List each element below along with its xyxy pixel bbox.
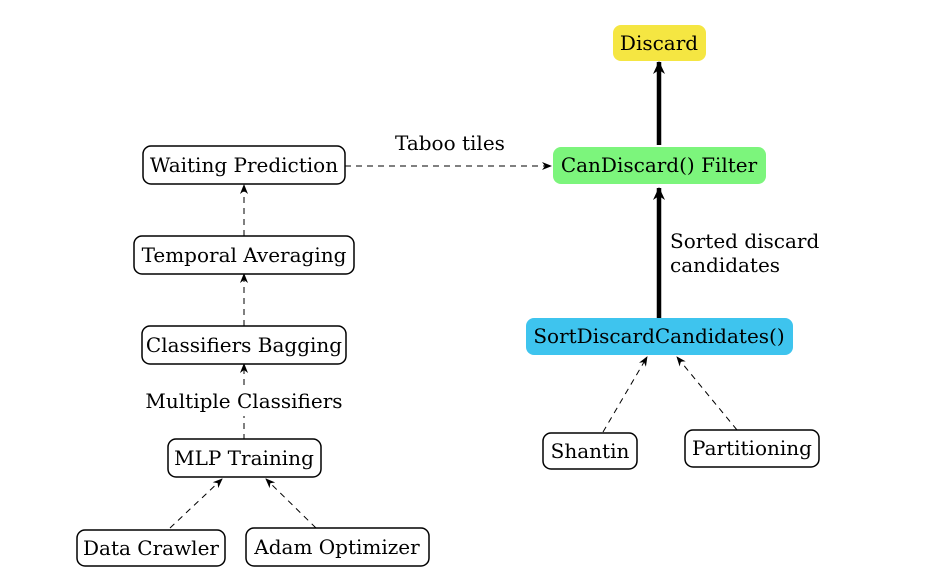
edge-label-bg-multiple-classifiers — [146, 386, 342, 416]
node-sort-discard-candidates-label: SortDiscardCandidates() — [533, 324, 784, 348]
node-temporal-averaging-label: Temporal Averaging — [142, 243, 347, 267]
node-candiscard-filter-box — [553, 147, 766, 184]
node-partitioning: Partitioning — [684, 429, 820, 468]
edge-label-multiple-classifiers: Multiple Classifiers — [145, 389, 342, 413]
node-partitioning-label: Partitioning — [692, 436, 812, 460]
node-discard-box — [613, 25, 706, 61]
node-mlp-training: MLP Training — [167, 438, 322, 478]
edge-data-crawler-to-mlp — [169, 478, 223, 529]
node-shantin-label: Shantin — [551, 439, 630, 463]
node-discard: Discard — [613, 25, 706, 61]
node-data-crawler: Data Crawler — [76, 529, 226, 567]
node-mlp-training-label: MLP Training — [174, 446, 314, 470]
node-classifiers-bagging: Classifiers Bagging — [141, 325, 347, 365]
node-temporal-averaging: Temporal Averaging — [133, 235, 355, 275]
node-adam-optimizer-label: Adam Optimizer — [253, 535, 420, 559]
edge-label-sorted-discard: Sorted discard — [670, 229, 819, 253]
node-discard-label: Discard — [620, 31, 698, 55]
node-adam-optimizer: Adam Optimizer — [245, 527, 430, 567]
edge-shantin-to-sort — [602, 356, 648, 433]
edge-label-taboo-tiles: Taboo tiles — [395, 131, 505, 155]
node-shantin: Shantin — [542, 432, 638, 470]
node-candiscard-filter: CanDiscard() Filter — [553, 147, 766, 184]
edge-adam-to-mlp — [265, 478, 317, 529]
node-waiting-prediction-label: Waiting Prediction — [150, 153, 338, 177]
node-sort-discard-candidates: SortDiscardCandidates() — [526, 318, 793, 355]
node-waiting-prediction: Waiting Prediction — [142, 145, 346, 185]
edge-partitioning-to-sort — [676, 356, 738, 431]
edge-label-candidates: candidates — [670, 253, 780, 277]
node-candiscard-filter-label: CanDiscard() Filter — [561, 153, 758, 177]
node-classifiers-bagging-label: Classifiers Bagging — [146, 333, 342, 357]
node-data-crawler-label: Data Crawler — [83, 536, 219, 560]
node-sort-discard-candidates-box — [526, 318, 793, 355]
